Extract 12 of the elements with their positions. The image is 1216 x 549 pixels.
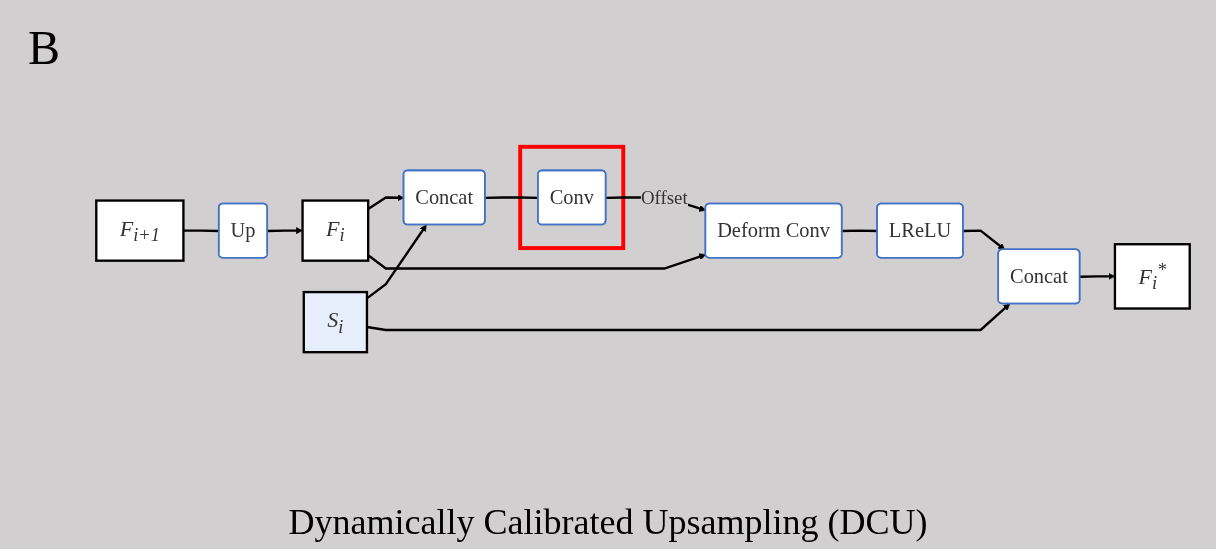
edge-label: Offset xyxy=(640,187,688,208)
cluster xyxy=(518,144,626,251)
node-box: S$_{i}$ xyxy=(302,290,369,354)
node-box: F$_{i+1}$ xyxy=(95,199,185,262)
arrow xyxy=(366,224,427,300)
arrow xyxy=(366,303,1011,332)
arrow xyxy=(963,229,1006,250)
connector xyxy=(842,229,878,233)
panel-letter: B xyxy=(28,20,60,75)
arrow xyxy=(267,227,303,235)
caption: Dynamically Calibrated Upsampling (DCU) xyxy=(287,501,929,543)
node-box: F$_{i}$ xyxy=(301,199,370,262)
